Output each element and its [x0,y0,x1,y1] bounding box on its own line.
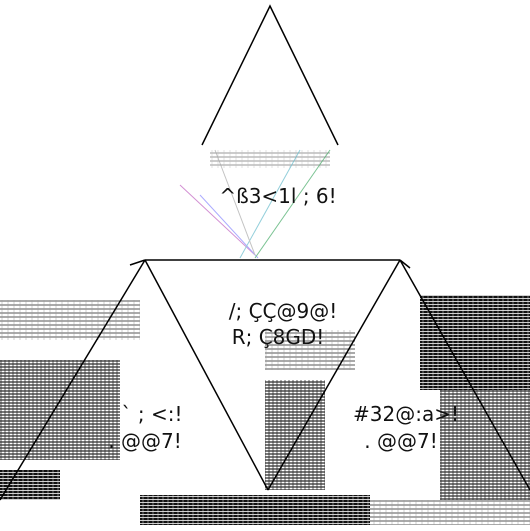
faint-connector-lines [179,149,331,259]
left-node-label-line1: ` ; <:! [121,402,183,426]
right-node-label-line2: . @@7! [364,429,438,453]
glitch-noise [0,150,530,525]
center-node-label-line1: /; ÇÇ@9@! [228,299,338,323]
top-triangle [201,4,339,146]
center-node-label-line2: R; Ç8GD! [231,325,325,349]
top-node-label: ^ß3<1l ; 6! [219,184,337,208]
right-node-label-line1: #32@:a>! [353,402,459,426]
central-triangles [0,259,530,501]
left-node-label-line2: . @@7! [108,429,182,453]
